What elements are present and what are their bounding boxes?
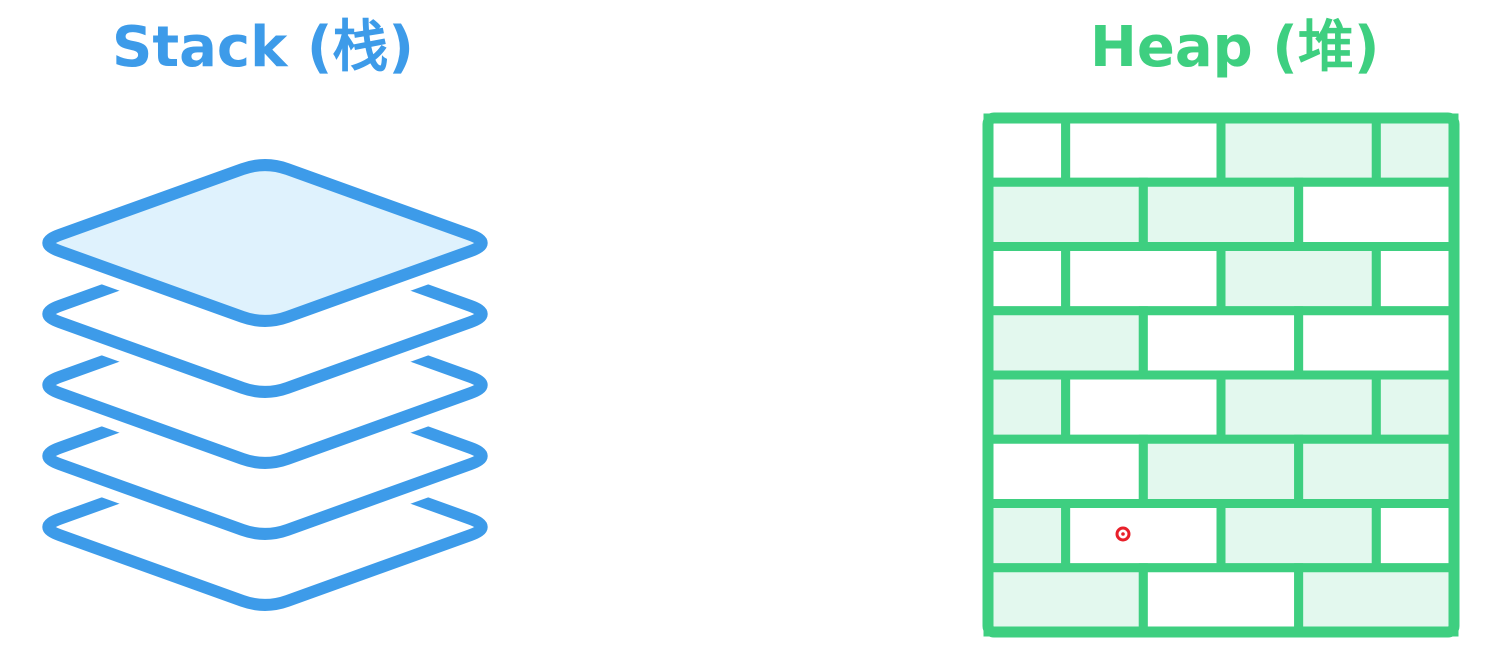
stack-title: Stack (栈) (112, 15, 415, 80)
heap-brick (1138, 177, 1304, 251)
heap-brick (1138, 434, 1304, 508)
heap-brick (1061, 242, 1226, 316)
heap-brick (1294, 563, 1459, 637)
heap-bricks-icon (982, 112, 1460, 638)
heap-brick (1371, 370, 1459, 444)
heap-brick (983, 563, 1148, 637)
heap-brick (1138, 563, 1304, 637)
heap-brick (1216, 113, 1381, 187)
heap-brick (983, 306, 1148, 380)
heap-brick (1294, 177, 1459, 251)
heap-brick (1061, 113, 1226, 187)
heap-brick (1216, 499, 1381, 573)
heap-brick (1371, 242, 1459, 316)
heap-brick (1371, 113, 1459, 187)
heap-title: Heap (堆) (1090, 15, 1380, 80)
heap-brick (983, 242, 1071, 316)
heap-brick (1061, 370, 1226, 444)
heap-brick (983, 177, 1148, 251)
heap-brick (983, 113, 1071, 187)
heap-brick (983, 499, 1071, 573)
stack-layer (31, 148, 499, 338)
cursor-pointer-icon (1115, 526, 1131, 542)
heap-brick (983, 434, 1148, 508)
cursor-ring (1115, 526, 1131, 542)
cursor-dot (1121, 532, 1125, 536)
heap-border (982, 112, 1460, 638)
heap-brick (1294, 434, 1459, 508)
heap-brick (1294, 306, 1459, 380)
heap-brick (1061, 499, 1226, 573)
heap-brick (983, 370, 1071, 444)
heap-brick (1216, 242, 1381, 316)
heap-brick (1138, 306, 1304, 380)
heap-brick (1371, 499, 1459, 573)
heap-brick (1216, 370, 1381, 444)
stack-layers-icon (31, 148, 499, 622)
